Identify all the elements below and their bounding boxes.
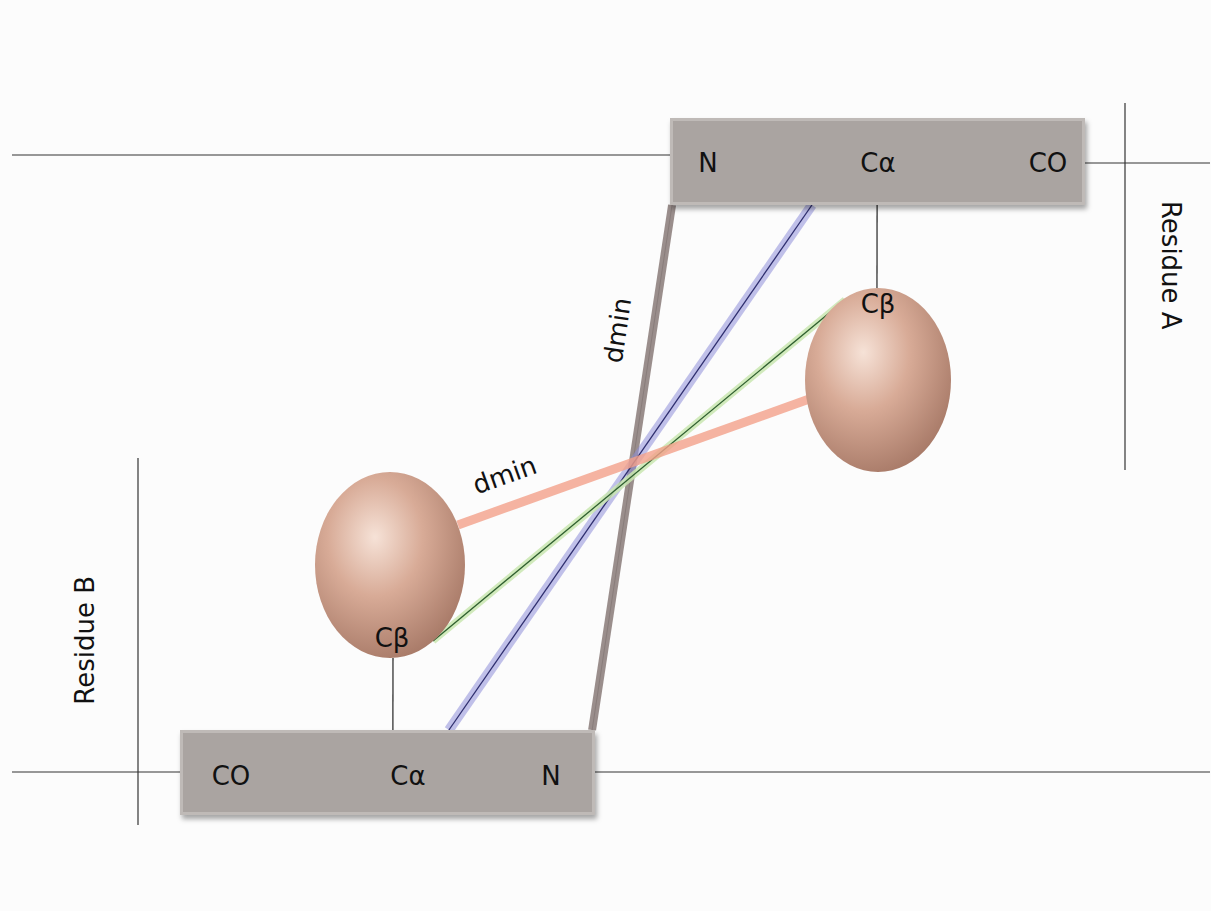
residue-bracket xyxy=(1124,103,1125,470)
backbone-box: CO Cα N xyxy=(180,730,595,815)
distance-label: dmin xyxy=(599,295,637,364)
calpha-distance xyxy=(449,205,812,730)
atom-label: N xyxy=(698,149,717,178)
atom-label: Cα xyxy=(860,149,895,178)
atom-label: Cβ xyxy=(861,290,896,319)
connector-stroke xyxy=(433,300,845,641)
connector-stroke xyxy=(449,205,812,730)
backbone-box: N Cα CO xyxy=(670,118,1085,205)
side-chain: Cβ xyxy=(315,472,465,658)
chain-line xyxy=(12,771,182,772)
sidechain-distance xyxy=(458,398,812,525)
atom-label: N xyxy=(541,762,560,791)
distance-label: dmin xyxy=(469,451,540,500)
atom-label: CO xyxy=(1029,149,1068,178)
chain-line xyxy=(1083,162,1210,163)
chain-line xyxy=(12,154,672,155)
atom-label: CO xyxy=(212,762,251,791)
chain-line xyxy=(593,771,1210,772)
connector-stroke xyxy=(449,205,812,730)
residue-label: Residue B xyxy=(71,576,100,705)
connector-stroke xyxy=(392,658,393,730)
atom-label: Cβ xyxy=(375,624,410,653)
connector-stroke xyxy=(433,300,845,641)
cbeta-distance xyxy=(433,300,845,641)
atom-label: Cα xyxy=(390,762,425,791)
bond-line xyxy=(392,658,393,730)
residue-label: Residue A xyxy=(1156,201,1185,330)
side-chain-ellipse xyxy=(805,288,951,472)
residue-bracket xyxy=(137,458,138,825)
connector-stroke xyxy=(458,398,812,525)
bond-line xyxy=(876,205,877,288)
side-chain: Cβ xyxy=(805,288,951,472)
side-chain-ellipse xyxy=(315,472,465,658)
connector-stroke xyxy=(876,205,877,288)
